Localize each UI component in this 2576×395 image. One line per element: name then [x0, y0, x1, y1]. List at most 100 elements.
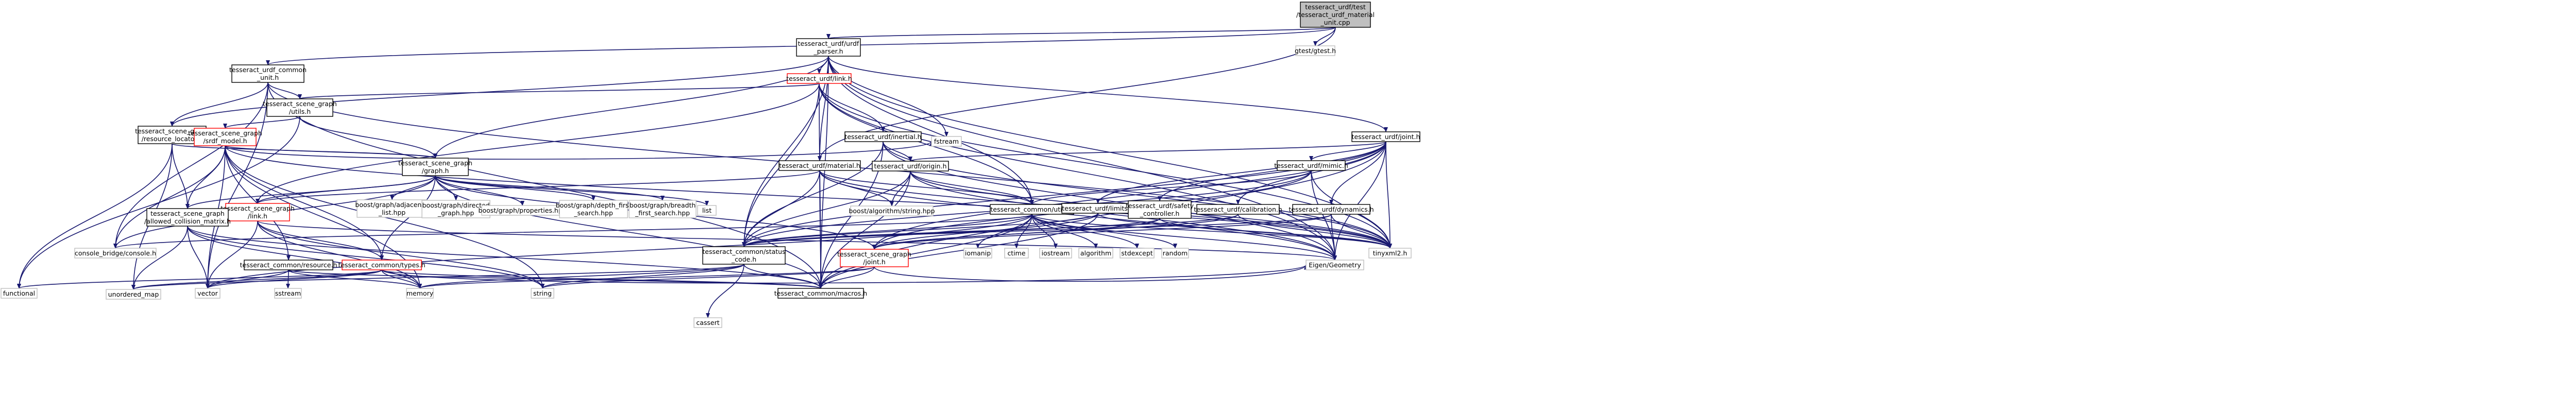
node-omanip[interactable]: iomanip — [963, 248, 992, 259]
node-label: /link.h — [248, 212, 267, 220]
edge-link-to-eigen — [819, 83, 1337, 261]
edge-limits-to-common_macros — [819, 213, 1098, 289]
node-material[interactable]: tesseract_urdf/material.h — [778, 160, 861, 171]
node-origin[interactable]: tesseract_urdf/origin.h — [872, 161, 949, 171]
node-status_code[interactable]: tesseract_common/status_code.h — [702, 246, 786, 265]
edge-common_utils-to-iostream — [1031, 214, 1058, 249]
node-joint[interactable]: tesseract_urdf/joint.h — [1351, 131, 1420, 142]
node-common_utils[interactable]: tesseract_common/utils.h — [990, 204, 1074, 215]
node-label: console_bridge/console.h — [75, 249, 156, 257]
node-resource[interactable]: tesseract_common/resource.h — [240, 260, 337, 270]
node-label: _graph.hpp — [437, 209, 474, 217]
node-label: tesseract_urdf/limits.h — [1062, 204, 1133, 212]
node-label: list — [702, 207, 711, 214]
node-label: ctime — [1007, 249, 1025, 257]
edge-dynamics-to-sg_joint — [872, 214, 1332, 250]
node-sstream[interactable]: sstream — [274, 288, 302, 299]
node-bg_bfs[interactable]: boost/graph/breadth_first_search.hpp — [629, 200, 697, 218]
node-label: /resource_locator.h — [142, 135, 203, 143]
edge-inertial-to-eigen — [883, 141, 1337, 261]
node-label: _code.h — [731, 255, 756, 263]
edge-urdf_parser-to-common_macros — [819, 56, 829, 289]
node-label: tesseract_urdf/test — [1305, 3, 1366, 11]
node-bg_dfs[interactable]: boost/graph/depth_first_search.hpp — [556, 200, 632, 218]
node-label: tesseract_urdf/mimic.h — [1274, 162, 1348, 169]
edge-sg_graph-to-common_types — [380, 175, 436, 261]
node-box — [1368, 248, 1412, 259]
node-box — [697, 205, 717, 216]
node-random[interactable]: random — [1161, 248, 1189, 259]
node-bg_directed[interactable]: boost/graph/directed_graph.hpp — [421, 200, 490, 218]
node-label: /joint.h — [863, 258, 886, 266]
edge-common_utils-to-common_macros — [819, 214, 1032, 289]
node-urdf_common[interactable]: tesseract_urdf_common_unit.h — [229, 64, 307, 83]
edge-calibration-to-status_code — [742, 214, 1239, 247]
node-label: random — [1163, 249, 1188, 257]
edge-dynamics-to-tinyxml2 — [1331, 214, 1392, 249]
node-label: tesseract_urdf/calibration.h — [1194, 205, 1282, 213]
node-label: boost/graph/properties.hpp — [478, 207, 566, 214]
edge-joint-to-limits — [1096, 141, 1386, 204]
node-box — [1300, 2, 1371, 28]
node-sg_link[interactable]: tesseract_scene_graph/link.h — [221, 203, 295, 221]
node-cassert[interactable]: cassert — [693, 317, 722, 328]
node-label: tesseract_urdf/dynamics.h — [1289, 205, 1374, 213]
node-label: tesseract_scene_graph — [263, 100, 337, 108]
node-label: cassert — [696, 319, 719, 327]
node-link[interactable]: tesseract_urdf/link.h — [786, 73, 852, 84]
node-iostream[interactable]: iostream — [1039, 248, 1072, 259]
edge-allowed_collision-to-vector — [187, 226, 210, 289]
node-string[interactable]: string — [531, 288, 554, 299]
node-sg_utils[interactable]: tesseract_scene_graph/utils.h — [263, 98, 337, 117]
node-label: _controller.h — [1140, 210, 1180, 217]
node-box — [1, 288, 38, 299]
edge-sg_joint-to-memory — [418, 266, 875, 289]
node-gtest[interactable]: gtest/gtest.h — [1295, 45, 1336, 56]
node-sg_joint[interactable]: tesseract_scene_graph/joint.h — [837, 249, 911, 267]
node-label: _parser.h — [813, 47, 843, 55]
node-sg_graph[interactable]: tesseract_scene_graph/graph.h — [398, 158, 472, 176]
node-box — [402, 158, 469, 176]
edge-common_types-to-functional — [17, 269, 382, 289]
node-calibration[interactable]: tesseract_urdf/calibration.h — [1194, 204, 1282, 215]
node-ctime[interactable]: ctime — [1004, 248, 1029, 259]
node-box — [693, 317, 722, 328]
node-common_macros[interactable]: tesseract_common/macros.h — [774, 288, 867, 299]
node-inertial[interactable]: tesseract_urdf/inertial.h — [844, 131, 922, 142]
node-vector[interactable]: vector — [195, 288, 221, 299]
node-algorithm[interactable]: algorithm — [1078, 248, 1113, 259]
edge-origin-to-boost_algo_string — [890, 170, 911, 207]
node-functional[interactable]: functional — [1, 288, 38, 299]
node-memory[interactable]: memory — [406, 288, 434, 299]
node-box — [963, 248, 992, 259]
node-tinyxml2[interactable]: tinyxml2.h — [1368, 248, 1412, 259]
node-common_types[interactable]: tesseract_common/types.h — [338, 260, 426, 270]
node-unordered_map[interactable]: unordered_map — [106, 289, 161, 300]
node-boost_algo_string[interactable]: boost/algorithm/string.hpp — [849, 205, 935, 216]
edge-material-to-status_code — [742, 170, 820, 247]
node-fstream[interactable]: fstream — [931, 136, 962, 147]
node-bg_adjacency[interactable]: boost/graph/adjacency_list.hpp — [355, 199, 429, 218]
edge-resource-to-vector — [206, 269, 289, 289]
edge-joint-to-dynamics — [1329, 141, 1386, 205]
node-urdf_parser[interactable]: tesseract_urdf/urdf_parser.h — [796, 38, 861, 57]
node-box — [1351, 131, 1420, 142]
node-bg_properties[interactable]: boost/graph/properties.hpp — [478, 205, 567, 216]
node-mimic[interactable]: tesseract_urdf/mimic.h — [1274, 160, 1348, 171]
node-box — [777, 288, 864, 299]
node-limits[interactable]: tesseract_urdf/limits.h — [1061, 203, 1134, 214]
node-safety[interactable]: tesseract_urdf/safety_controller.h — [1126, 200, 1194, 219]
node-console_bridge[interactable]: console_bridge/console.h — [74, 248, 157, 259]
node-eigen[interactable]: Eigen/Geometry — [1306, 260, 1364, 270]
node-label: tesseract_scene_graph — [398, 159, 472, 167]
edge-sg_link-to-string — [257, 220, 545, 289]
edge-resource_locator-to-functional — [17, 143, 173, 289]
node-stdexcept[interactable]: stdexcept — [1120, 248, 1155, 259]
node-box — [1295, 45, 1335, 56]
node-srdf_model[interactable]: tesseract_scene_graph/srdf_model.h — [188, 128, 262, 146]
node-allowed_collision[interactable]: tesseract_scene_graph/allowed_collision_… — [144, 208, 231, 227]
node-list[interactable]: list — [697, 205, 717, 216]
node-dynamics[interactable]: tesseract_urdf/dynamics.h — [1289, 204, 1374, 215]
node-label: /allowed_collision_matrix.h — [144, 217, 231, 225]
